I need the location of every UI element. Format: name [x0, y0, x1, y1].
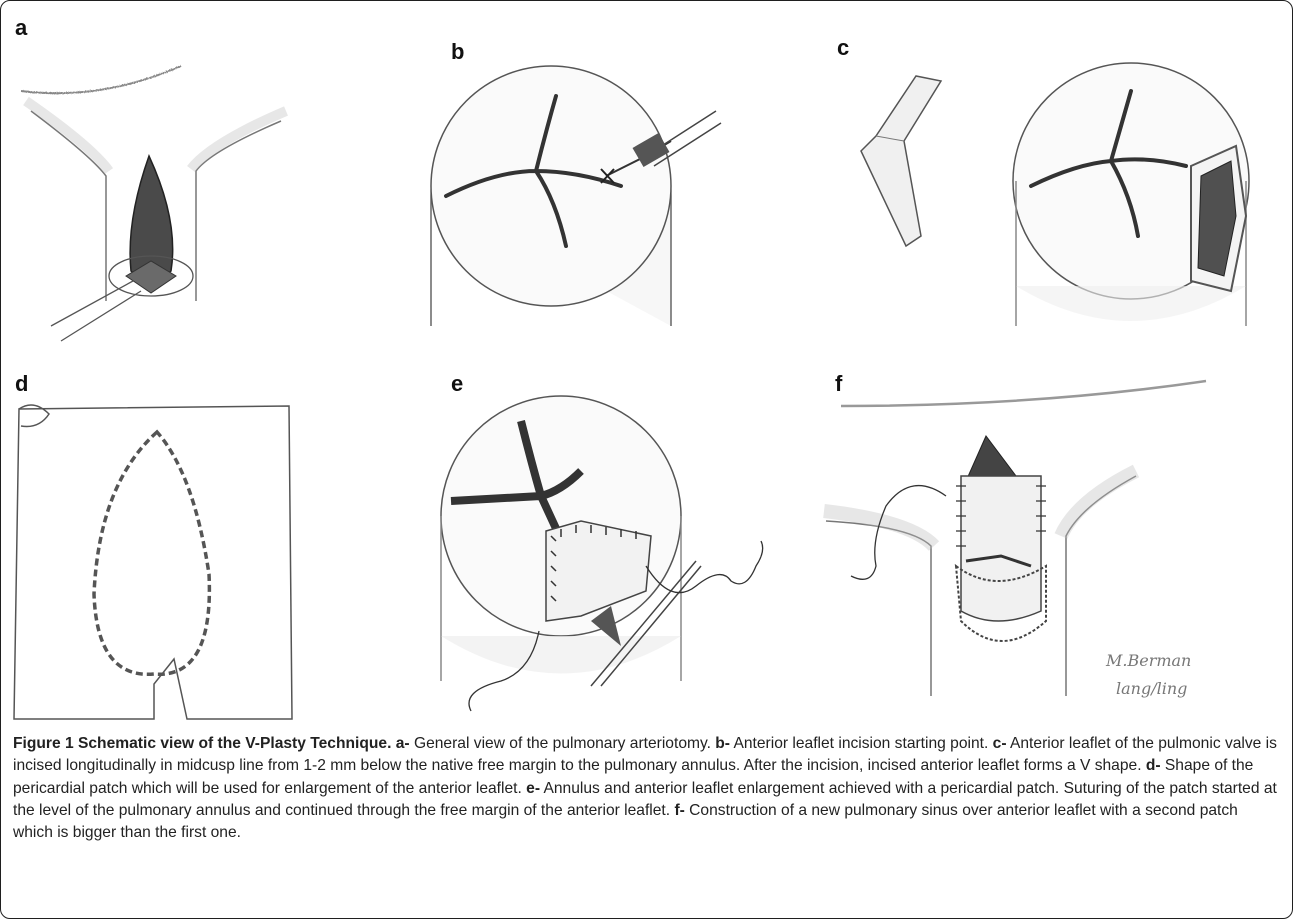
caption-label-e: e-: [526, 780, 540, 797]
panel-c-illustration: [846, 56, 1276, 366]
panel-d-illustration: [9, 394, 299, 724]
panel-b-illustration: [416, 61, 726, 331]
caption-label-a: a-: [396, 735, 410, 752]
panel-label-b: b: [451, 41, 464, 63]
panel-a-illustration: [21, 61, 321, 351]
figure-caption: Figure 1 Schematic view of the V-Plasty …: [13, 733, 1281, 844]
caption-label-f: f-: [674, 802, 684, 819]
panel-f-illustration: M.Berman lang/ling: [816, 376, 1286, 716]
caption-text-b: Anterior leaflet incision starting point…: [730, 735, 993, 752]
panel-e-illustration: [421, 391, 781, 721]
signature-handwriting: M.Berman: [1105, 651, 1191, 670]
caption-title: Figure 1 Schematic view of the V-Plasty …: [13, 735, 391, 752]
caption-label-b: b-: [715, 735, 730, 752]
panel-label-d: d: [15, 373, 28, 395]
panel-label-a: a: [15, 17, 27, 39]
caption-label-d: d-: [1146, 757, 1161, 774]
signature-handwriting-2: lang/ling: [1116, 679, 1187, 698]
caption-text-a: General view of the pulmonary arteriotom…: [410, 735, 716, 752]
caption-label-c: c-: [993, 735, 1007, 752]
